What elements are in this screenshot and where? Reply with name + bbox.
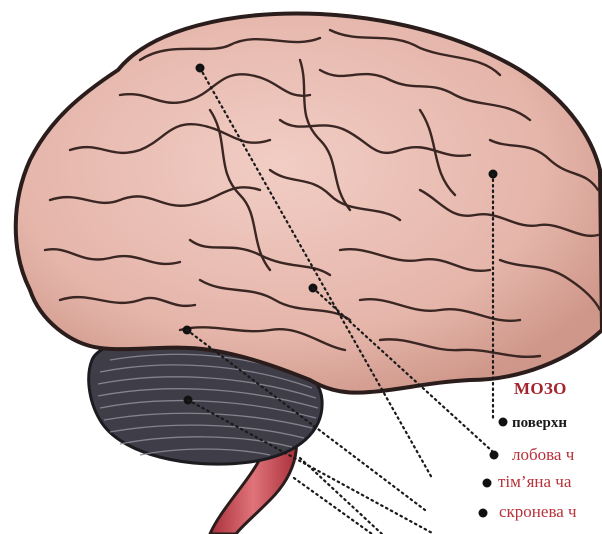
diagram-title: МОЗО	[514, 379, 567, 399]
bullet-frontal	[490, 451, 499, 460]
leader-stem-b	[294, 478, 372, 534]
label-frontal-lobe: лобова ч	[512, 445, 574, 465]
leader-stem-a	[300, 458, 382, 534]
bullet-parietal	[483, 479, 492, 488]
label-temporal-lobe: скронева ч	[499, 502, 577, 522]
label-surface: поверхн	[512, 413, 567, 433]
bullet-surface	[499, 418, 508, 427]
bullet-temporal	[479, 509, 488, 518]
label-parietal-lobe: тім’яна ча	[498, 472, 571, 492]
